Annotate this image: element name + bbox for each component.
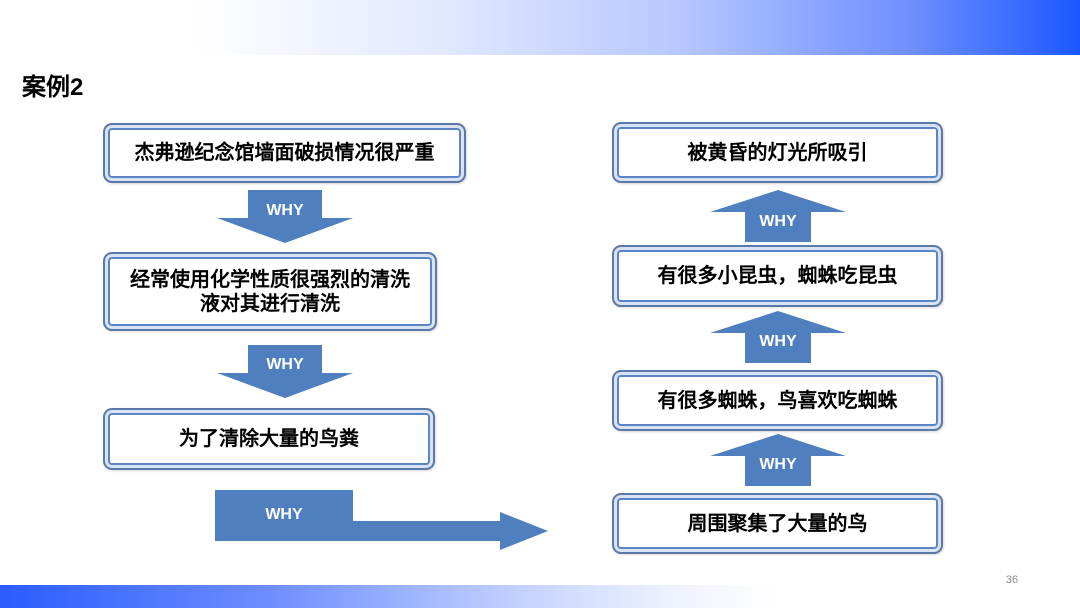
box-text: 为了清除大量的鸟粪 xyxy=(179,428,359,450)
why-label: WHY xyxy=(265,506,303,523)
top-gradient-banner xyxy=(0,0,1080,55)
why-connector-up-1: WHY xyxy=(710,190,846,242)
box-text: 有很多小昆虫，蜘蛛吃昆虫 xyxy=(657,265,898,287)
right-chain-box-2: 有很多小昆虫，蜘蛛吃昆虫 xyxy=(612,245,943,307)
box-text-line-2: 液对其进行清洗 xyxy=(200,292,340,315)
box-text: 有很多蜘蛛，鸟喜欢吃蜘蛛 xyxy=(657,389,898,412)
right-chain-box-1: 被黄昏的灯光所吸引 xyxy=(612,122,943,183)
box-text: 被黄昏的灯光所吸引 xyxy=(687,141,868,164)
bottom-gradient-banner xyxy=(0,585,1080,608)
arrow-right-icon xyxy=(215,490,548,550)
right-chain-box-4: 周围聚集了大量的鸟 xyxy=(612,493,943,554)
slide-title: 案例2 xyxy=(22,74,84,101)
why-connector-up-3: WHY xyxy=(710,434,846,486)
arrow-down-icon xyxy=(217,190,353,243)
left-chain-box-1: 杰弗逊纪念馆墙面破损情况很严重 xyxy=(103,123,466,183)
why-label: WHY xyxy=(759,213,797,230)
arrow-up-icon xyxy=(710,190,846,242)
why-label: WHY xyxy=(759,333,797,350)
box-text: 杰弗逊纪念馆墙面破损情况很严重 xyxy=(134,142,435,164)
why-label: WHY xyxy=(759,456,797,473)
why-connector-right: WHY xyxy=(215,490,548,550)
arrow-up-icon xyxy=(710,311,846,363)
box-text-line-1: 经常使用化学性质很强烈的清洗 xyxy=(130,268,410,291)
why-label: WHY xyxy=(266,202,304,219)
left-chain-box-3: 为了清除大量的鸟粪 xyxy=(103,408,435,470)
box-text: 周围聚集了大量的鸟 xyxy=(687,512,868,535)
arrow-up-icon xyxy=(710,434,846,486)
why-label: WHY xyxy=(266,356,304,373)
arrow-down-icon xyxy=(217,345,353,398)
why-connector-down-2: WHY xyxy=(217,345,353,398)
why-connector-down-1: WHY xyxy=(217,190,353,243)
why-connector-up-2: WHY xyxy=(710,311,846,363)
page-number: 36 xyxy=(1005,574,1019,586)
right-chain-box-3: 有很多蜘蛛，鸟喜欢吃蜘蛛 xyxy=(612,370,943,431)
left-chain-box-2: 经常使用化学性质很强烈的清洗 液对其进行清洗 xyxy=(103,252,437,331)
